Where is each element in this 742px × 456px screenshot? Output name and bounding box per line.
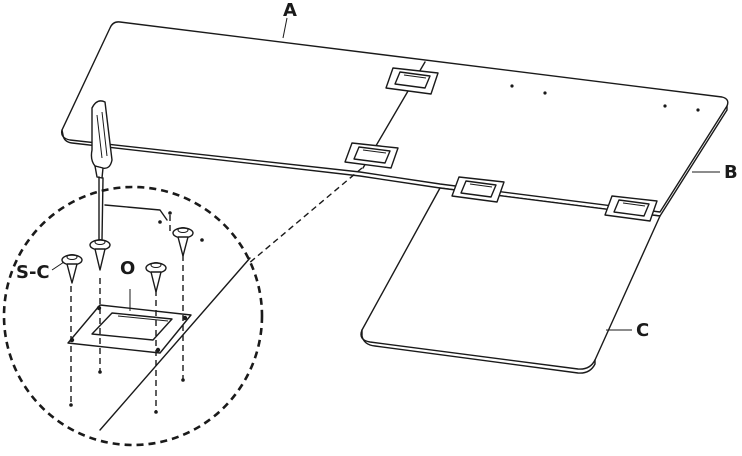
connector-plate-2 [344,142,399,169]
panel-a [60,21,729,217]
label-b: B [692,162,738,183]
detail-plate-o [67,289,192,354]
label-screw-text: S-C [16,262,50,283]
label-c: C [606,320,649,341]
screw-icon [145,262,167,293]
connector-plate-1 [385,67,439,95]
screw-guide-lines [70,215,184,412]
label-a-text: A [283,0,297,21]
connector-plate-4 [604,195,658,222]
detail-circle [2,185,264,447]
connector-plate-3 [451,176,505,203]
label-screw: S-C [16,261,65,283]
label-c-text: C [636,320,649,341]
detail-panel-edges [99,204,251,431]
marker-holes [510,84,700,112]
screw-icon [89,239,111,271]
callout-leader [247,167,363,265]
screw-icon [172,227,194,257]
label-a: A [282,0,297,39]
screwdriver-icon [90,100,113,241]
screw-icon [61,254,83,284]
pilot-holes [69,211,204,414]
label-b-text: B [724,162,738,183]
label-plate-text: O [120,258,135,279]
panel-c [360,187,661,374]
label-plate: O [120,258,135,279]
